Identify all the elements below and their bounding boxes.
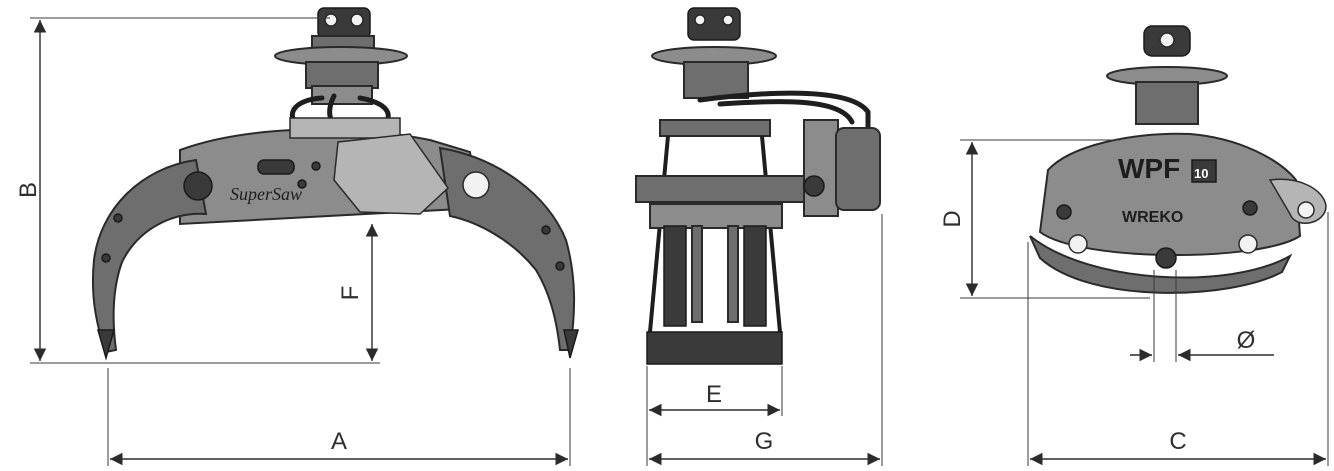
label-diameter: Ø <box>1237 327 1256 354</box>
label-a: A <box>331 428 347 455</box>
grapple-body-left <box>91 117 579 361</box>
dimension-f: F <box>337 224 379 361</box>
dimension-c: C <box>1027 212 1329 466</box>
label-e: E <box>706 381 722 408</box>
maker-text: WPF <box>1118 153 1180 184</box>
dimension-e: E <box>646 366 783 466</box>
label-b: B <box>15 182 42 198</box>
dimension-a: A <box>107 368 571 466</box>
front-view-grapple: SuperSaw <box>91 7 579 361</box>
side-view-grapple <box>635 7 881 365</box>
wpf-grapple: WPF 10 WREKO <box>1029 25 1327 294</box>
label-c: C <box>1169 428 1186 455</box>
dimension-d: D <box>939 139 1150 299</box>
dimension-b: B <box>15 17 380 364</box>
model-text: SuperSaw <box>230 184 302 204</box>
dimension-diameter: Ø <box>1130 270 1274 362</box>
maker-suffix: 10 <box>1194 166 1208 181</box>
rotator-left <box>274 7 408 105</box>
dimension-g: G <box>649 214 883 466</box>
logo-text: WREKO <box>1122 209 1183 226</box>
label-f: F <box>337 286 364 301</box>
label-d: D <box>939 210 966 227</box>
label-g: G <box>755 428 774 455</box>
